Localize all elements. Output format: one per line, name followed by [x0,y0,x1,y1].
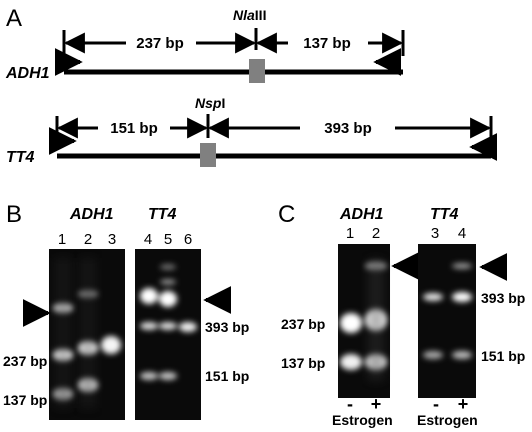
tt4-map: NspI 151 bp 393 bp TT4 [6,95,498,167]
band [423,293,443,301]
adh1-frag-left: 237 bp [136,35,184,52]
band [140,372,158,380]
c-label-137: 137 bp [281,355,325,371]
c-gel1 [338,244,390,398]
adh1-frag-right: 137 bp [303,35,351,52]
band [159,291,177,307]
b-label-393: 393 bp [205,319,249,335]
c-label-237: 237 bp [281,316,325,332]
c-sign-lane-3: - [433,394,439,414]
band [340,354,362,370]
adh1-map: NlaIII 237 bp 137 bp ADH1 [5,7,405,83]
panel-letter-b: B [6,201,22,228]
panel-letter-a: A [6,5,22,32]
c-gel2 [418,244,476,398]
c-estrogen-label-1: Estrogen [332,412,393,428]
band [101,336,121,354]
c-lane-3: 3 [431,225,439,242]
band [452,263,472,269]
b-label-237: 237 bp [3,353,47,369]
b-lane-5: 5 [164,231,172,248]
band [160,264,176,270]
lane-smear [55,258,71,408]
b-gel2 [135,249,201,420]
c-gel2-image [418,244,476,398]
c-lane-4: 4 [458,225,466,242]
b-label-151: 151 bp [205,368,249,384]
tt4-frag-left: 151 bp [110,120,158,137]
band [140,322,158,330]
c-lane-1: 1 [346,225,354,242]
band [179,322,197,332]
lane-smear [368,260,384,380]
panel-letter-c: C [278,201,295,228]
band [160,279,176,285]
c-sign-lane-1: - [347,394,353,414]
c-estrogen-label-2: Estrogen [417,412,478,428]
tt4-gene-label: TT4 [6,149,35,166]
b-gel2-image [135,249,201,420]
b-lane-4: 4 [144,231,152,248]
b-gel1 [49,249,125,420]
tt4-restriction-site [200,143,216,167]
b-lane-3: 3 [108,231,116,248]
b-lane-6: 6 [184,231,192,248]
band [159,322,177,330]
c-lane-2: 2 [372,225,380,242]
band [452,351,472,359]
c-label-151: 151 bp [481,348,525,364]
b-gel1-gene: ADH1 [69,206,114,223]
band [452,292,472,302]
band [423,351,443,359]
band [340,313,362,333]
band [159,372,177,380]
b-lane-2: 2 [84,231,92,248]
c-label-393: 393 bp [481,290,525,306]
adh1-gene-label: ADH1 [5,65,50,82]
nlaiii-label: NlaIII [233,7,266,23]
panel-a: A NlaIII 237 bp 137 bp ADH1 NspI [5,5,498,167]
adh1-restriction-site [249,59,265,83]
band [140,288,158,304]
c-gel2-bands [423,263,472,359]
c-sign-lane-2: + [371,394,382,414]
lane-smear [80,258,96,408]
tt4-frag-right: 393 bp [324,120,372,137]
b-gel2-gene: TT4 [148,206,177,223]
c-gel2-gene: TT4 [430,206,459,223]
c-gel1-gene: ADH1 [339,206,384,223]
nspi-label: NspI [195,95,225,111]
panel-c: C ADH1 1 2 237 bp 137 bp TT4 3 4 [278,201,525,428]
b-label-137: 137 bp [3,392,47,408]
b-lane-1: 1 [58,231,66,248]
b-gel2-bands [140,264,197,380]
panel-b: B ADH1 1 2 3 237 bp 137 bp T [3,201,249,420]
c-sign-lane-4: + [458,394,469,414]
